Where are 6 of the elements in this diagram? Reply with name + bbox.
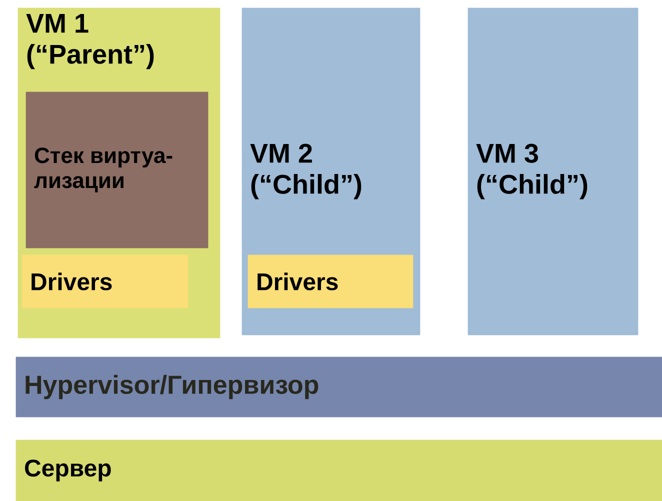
server-band: Сервер	[16, 440, 662, 501]
drivers-box: Drivers	[22, 254, 188, 308]
drivers-box: Drivers	[248, 254, 414, 308]
stack-box: Стек виртуа-лизации	[26, 92, 208, 248]
hypervisor-band: Hypervisor/Гипервизор	[16, 356, 662, 418]
vm-panel: VM 3 (“Child”)	[468, 8, 638, 336]
